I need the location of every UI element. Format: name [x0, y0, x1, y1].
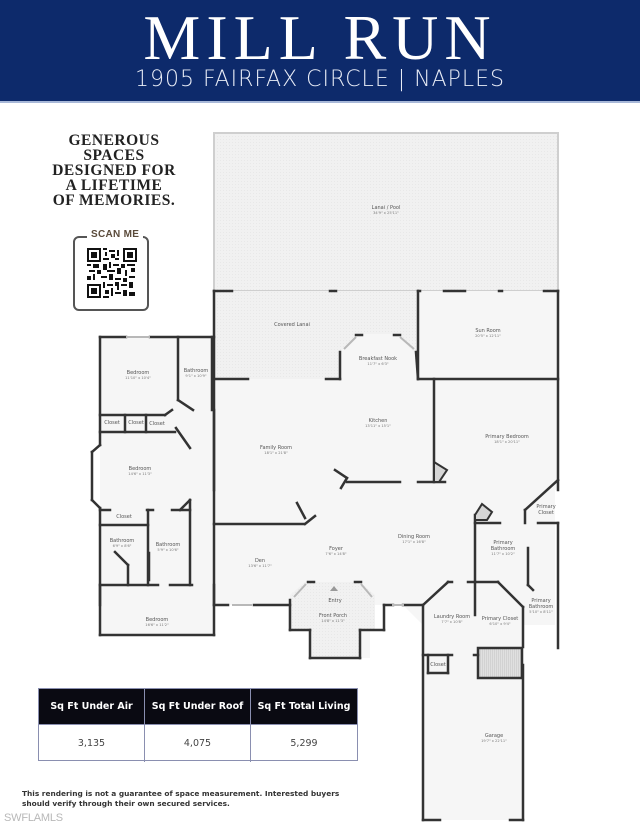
qr-code-box[interactable]: SCAN ME [73, 229, 149, 311]
disclaimer-text: This rendering is not a guarantee of spa… [22, 789, 340, 808]
tagline-line: DESIGNED FOR [52, 162, 176, 179]
scan-me-label: SCAN ME [87, 229, 144, 240]
watermark: SWFLAMLS [4, 812, 63, 824]
sqft-table: Sq Ft Under Air Sq Ft Under Roof Sq Ft T… [38, 688, 358, 762]
room-closet-2: Closet [128, 420, 144, 426]
sqft-header-under-roof: Sq Ft Under Roof [145, 689, 251, 725]
header-banner: MILL RUN 1905 FAIRFAX CIRCLE | NAPLES [0, 0, 640, 103]
sqft-value-under-roof: 4,075 [145, 725, 251, 762]
tagline-line: OF MEMORIES. [52, 192, 176, 209]
tagline-line: GENEROUS [68, 132, 160, 149]
page-title: MILL RUN [143, 2, 497, 73]
tagline: GENEROUS SPACES DESIGNED FOR A LIFETIME … [38, 132, 190, 209]
address-subtitle: 1905 FAIRFAX CIRCLE | NAPLES [134, 67, 506, 92]
sqft-header-under-air: Sq Ft Under Air [39, 689, 145, 725]
sqft-header-total-living: Sq Ft Total Living [251, 689, 357, 725]
tagline-line: SPACES [83, 147, 145, 164]
sqft-value-total-living: 5,299 [290, 738, 318, 749]
qr-code-icon [87, 248, 137, 298]
room-entry: Entry [328, 598, 342, 604]
room-closet-4: Closet [116, 514, 132, 520]
entry-arrow-icon [330, 586, 338, 591]
room-closet-3: Closet [149, 421, 165, 427]
room-closet-1: Closet [104, 420, 120, 426]
sqft-value-under-air: 3,135 [39, 725, 145, 762]
room-closet-5: Closet [430, 662, 446, 668]
room-covered-lanai: Covered Lanai [274, 322, 310, 328]
tagline-line: A LIFETIME [65, 177, 163, 194]
room-primary-closet-1: Primary Closet [536, 504, 556, 516]
